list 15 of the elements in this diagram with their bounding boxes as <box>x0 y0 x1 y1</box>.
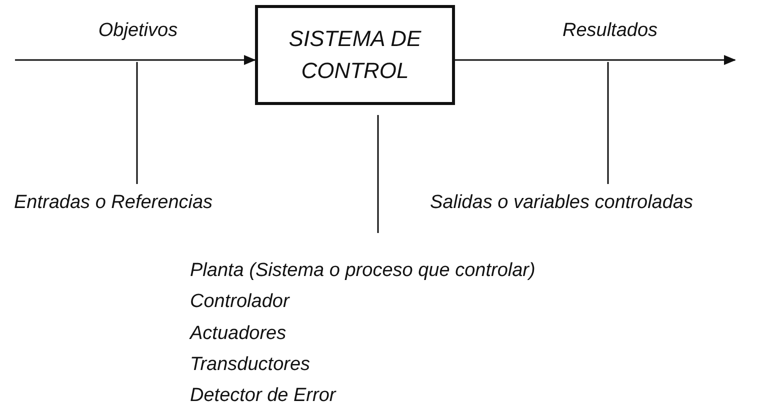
text-label: Entradas o Referencias <box>14 192 214 215</box>
box-label: SISTEMA DE CONTROL <box>288 25 422 85</box>
list-item: Actuadores <box>190 322 288 346</box>
arrow <box>455 55 736 65</box>
leader-line <box>607 62 609 184</box>
process-box <box>255 5 455 105</box>
list-item: Detector de Error <box>190 384 338 406</box>
leader-line <box>136 62 138 184</box>
leader-line <box>377 115 379 233</box>
text-label: Salidas o variables controladas <box>430 192 694 215</box>
edge-label: Objetivos <box>98 20 178 42</box>
arrow <box>15 55 256 65</box>
list-item: Transductores <box>190 353 312 378</box>
list-item: Planta (Sistema o proceso que controlar) <box>190 259 536 283</box>
list-item: Controlador <box>190 290 291 314</box>
